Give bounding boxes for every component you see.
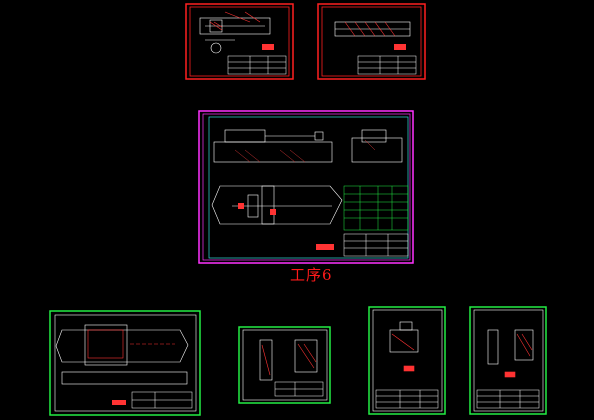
sheet-top-left[interactable] bbox=[185, 3, 294, 80]
sheet-bottom-2[interactable] bbox=[238, 326, 331, 404]
sheet-top-right[interactable] bbox=[317, 3, 426, 80]
main-assembly-caption: 工序6 bbox=[290, 266, 333, 284]
sheet-main-assembly[interactable] bbox=[198, 110, 414, 264]
sheet-bottom-3[interactable] bbox=[368, 306, 446, 415]
sheet-bottom-4[interactable] bbox=[469, 306, 547, 415]
sheet-bottom-1[interactable] bbox=[49, 310, 201, 416]
